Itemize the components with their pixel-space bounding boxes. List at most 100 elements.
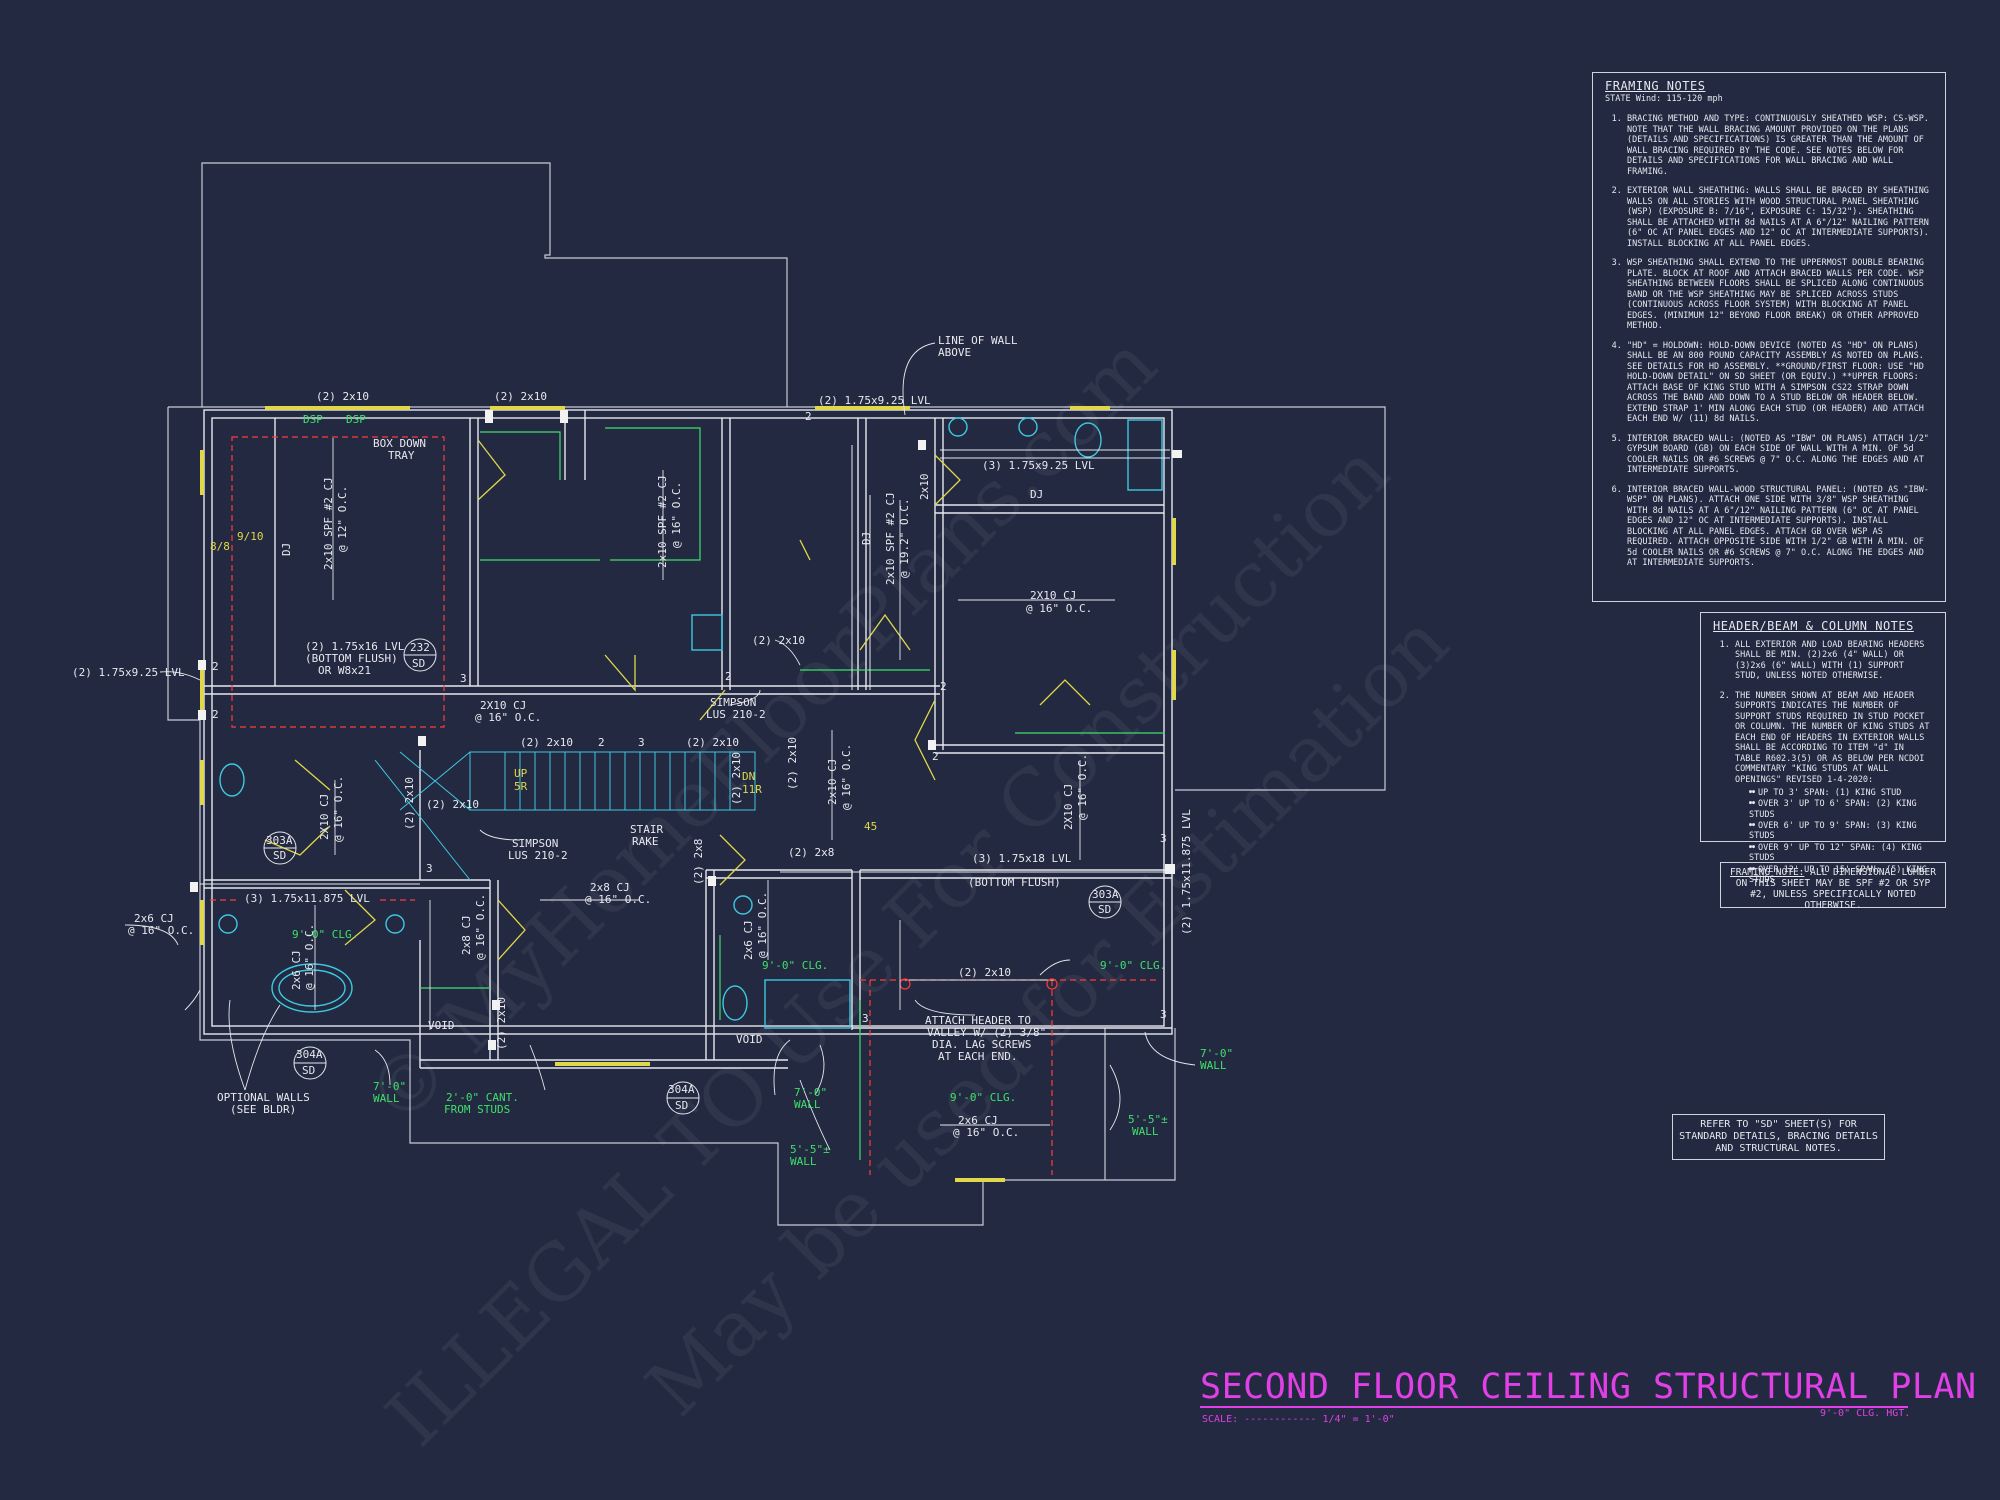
label-cj-2x10-v: 2x10 CJ <box>826 759 839 805</box>
king-stud-span: OVER 12' UP TO 15' SPAN: (5) KING STUDS <box>1749 864 1933 886</box>
drawing-title: SECOND FLOOR CEILING STRUCTURAL PLAN <box>1200 1367 1977 1408</box>
label-cj-2x6-vb: @ 16" O.C. <box>756 892 769 958</box>
label-wall7-c1: 7'-0" <box>1200 1047 1233 1060</box>
framing-note-item: INTERIOR BRACED WALL-WOOD STRUCTURAL PAN… <box>1627 485 1933 569</box>
label-eight-eight: 8/8 <box>210 540 230 553</box>
leader-lines <box>124 342 1196 1151</box>
label-sd304a-b: SD <box>302 1064 315 1077</box>
label-wall7-b2: WALL <box>794 1098 821 1111</box>
label-cj-2x10-a: 2x10 <box>918 474 931 501</box>
label-cj-2x10-left-vb: @ 16" O.C. <box>332 776 345 842</box>
label-cj-2x6-v2: 2x6 CJ <box>290 950 303 990</box>
label-sd303a2-b: SD <box>273 849 286 862</box>
ceiling-height: 9'-0" CLG. HGT. <box>1820 1408 1911 1419</box>
framing-note-box: FRAMING NOTE: ALL DIMENSIONAL LUMBER ON … <box>1720 862 1946 911</box>
label-lvl-bf-3: OR W8x21 <box>318 664 371 677</box>
label-wall7-c2: WALL <box>1200 1059 1227 1072</box>
label-wall7-a2: WALL <box>373 1092 400 1105</box>
column-marks <box>190 410 1182 1050</box>
header-note-item: ALL EXTERIOR AND LOAD BEARING HEADERS SH… <box>1735 640 1933 682</box>
label-n2-e: 2 <box>725 670 732 683</box>
label-cj-2x6-v2b: @ 16" O.C. <box>303 924 316 990</box>
label-simpson-1a: SIMPSON <box>710 696 756 709</box>
label-cj-2x6-bot: 2x6 CJ <box>958 1114 998 1127</box>
label-cant-1: 2'-0" CANT. <box>446 1091 519 1104</box>
stair <box>374 751 756 881</box>
label-sd304a-a: 304A <box>296 1048 323 1061</box>
label-lvl-bf-1: (2) 1.75x16 LVL <box>305 640 405 653</box>
label-attach-2: VALLEY W/ (2) 3/8" <box>927 1026 1046 1039</box>
drawing-scale: SCALE: ------------ 1/4" = 1'-0" <box>1202 1414 1395 1425</box>
label-nine-ten: 9/10 <box>237 530 264 543</box>
fixtures <box>218 417 1163 1029</box>
label-wall55-a1: 5'-5"± <box>790 1143 830 1156</box>
label-hdr-2x10-d: (2) 2x10 <box>520 736 573 749</box>
label-dn-1: DN <box>742 770 755 783</box>
label-void-1: VOID <box>428 1019 455 1032</box>
label-simpson-2a: SIMPSON <box>512 837 558 850</box>
label-n3-e: 3 <box>862 1012 869 1025</box>
framing-note-item: "HD" = HOLDOWN: HOLD-DOWN DEVICE (NOTED … <box>1627 341 1933 425</box>
label-cj-2x6-left-b: @ 16" O.C. <box>128 924 194 937</box>
label-wall55-b2: WALL <box>1132 1125 1159 1138</box>
label-hdr-2x10-mid2: (2) 2x10 <box>495 997 508 1050</box>
label-up-1: UP <box>514 767 528 780</box>
scale-value: 1/4" = 1'-0" <box>1322 1414 1395 1425</box>
label-n2-b: 2 <box>212 660 219 673</box>
label-dsp-1: DSP <box>303 413 323 426</box>
label-opt-walls-2: (SEE BLDR) <box>230 1103 296 1116</box>
label-stair-2: RAKE <box>632 835 659 848</box>
label-cj-2x10-right-v: 2X10 CJ <box>1062 784 1075 830</box>
label-n2-c: 2 <box>212 708 219 721</box>
label-cj-2x6-bot-b: @ 16" O.C. <box>953 1126 1019 1139</box>
label-cj-spf-12: 2x10 SPF #2 CJ <box>322 477 335 570</box>
scale-label: SCALE: <box>1202 1414 1239 1425</box>
king-stud-span: OVER 3' UP TO 6' SPAN: (2) KING STUDS <box>1749 798 1933 820</box>
label-sd304a2-a: 304A <box>668 1083 695 1096</box>
label-cj-spf-19b: @ 19.2" O.C. <box>898 499 911 578</box>
label-n3-b: 3 <box>638 736 645 749</box>
label-lvl11-left: (3) 1.75x11.875 LVL <box>244 892 370 905</box>
label-cj-2x8: 2x8 CJ <box>590 881 630 894</box>
label-cj-2x10-right-vb: @ 16" O.C. <box>1076 754 1089 820</box>
label-cj-2x6-v: 2x6 CJ <box>742 920 755 960</box>
header-note-item: THE NUMBER SHOWN AT BEAM AND HEADER SUPP… <box>1735 691 1933 886</box>
label-dj-2: DJ <box>860 532 873 545</box>
label-lvl18-a: (3) 1.75x18 LVL <box>972 852 1072 865</box>
label-wall55-a2: WALL <box>790 1155 817 1168</box>
framing-notes-title: FRAMING NOTES <box>1605 79 1706 93</box>
label-cj-2x6-left: 2x6 CJ <box>134 912 174 925</box>
label-clg-9-c: 9'-0" CLG. <box>1100 959 1166 972</box>
label-n2-a: 2 <box>805 410 812 423</box>
label-cj-spf-16b: @ 16" O.C. <box>670 482 683 548</box>
header-notes-panel: HEADER/BEAM & COLUMN NOTES ALL EXTERIOR … <box>1700 612 1946 885</box>
label-n2-d: 2 <box>598 736 605 749</box>
dimension-arrows <box>314 438 1115 1126</box>
label-cj-2x10-vb: @ 16" O.C. <box>840 744 853 810</box>
header-note-text: THE NUMBER SHOWN AT BEAM AND HEADER SUPP… <box>1735 690 1930 785</box>
label-sd303a2-a: 303A <box>266 834 293 847</box>
label-cj-2x8-v: 2x8 CJ <box>460 915 473 955</box>
label-simpson-1b: LUS 210-2 <box>706 708 766 721</box>
watermark: © MyHomeFloorPlans.com ILLEGAL TO Use Fo… <box>350 319 1466 1463</box>
king-stud-span: UP TO 3' SPAN: (1) KING STUD <box>1749 787 1933 798</box>
door-swings <box>264 439 1091 961</box>
label-lvl-bf-2: (BOTTOM FLUSH) <box>305 652 398 665</box>
label-sd304a2-b: SD <box>675 1099 688 1112</box>
refer-box: REFER TO "SD" SHEET(S) FOR STANDARD DETA… <box>1672 1114 1885 1160</box>
label-n3-d: 3 <box>1160 1008 1167 1021</box>
plan-labels: (2) 2x10 (2) 2x10 (2) 1.75x9.25 LVL DSP … <box>72 334 1233 1168</box>
king-stud-span: OVER 9' UP TO 12' SPAN: (4) KING STUDS <box>1749 842 1933 864</box>
label-up-2: 5R <box>514 780 528 793</box>
label-n3-f: 3 <box>426 862 433 875</box>
label-sd303a-a: 303A <box>1092 888 1119 901</box>
label-n2-f: 2 <box>940 680 947 693</box>
label-n2-g: 2 <box>932 750 939 763</box>
label-hdr-2x8: (2) 2x8 <box>788 846 834 859</box>
label-header-2x10-a: (2) 2x10 <box>316 390 369 403</box>
label-dj-3: DJ <box>1030 488 1043 501</box>
framing-note-item: BRACING METHOD AND TYPE: CONTINUOUSLY SH… <box>1627 114 1933 177</box>
framing-note-item: INTERIOR BRACED WALL: (NOTED AS "IBW" ON… <box>1627 434 1933 476</box>
framing-notes-subtitle: STATE Wind: 115-120 mph <box>1605 93 1723 104</box>
